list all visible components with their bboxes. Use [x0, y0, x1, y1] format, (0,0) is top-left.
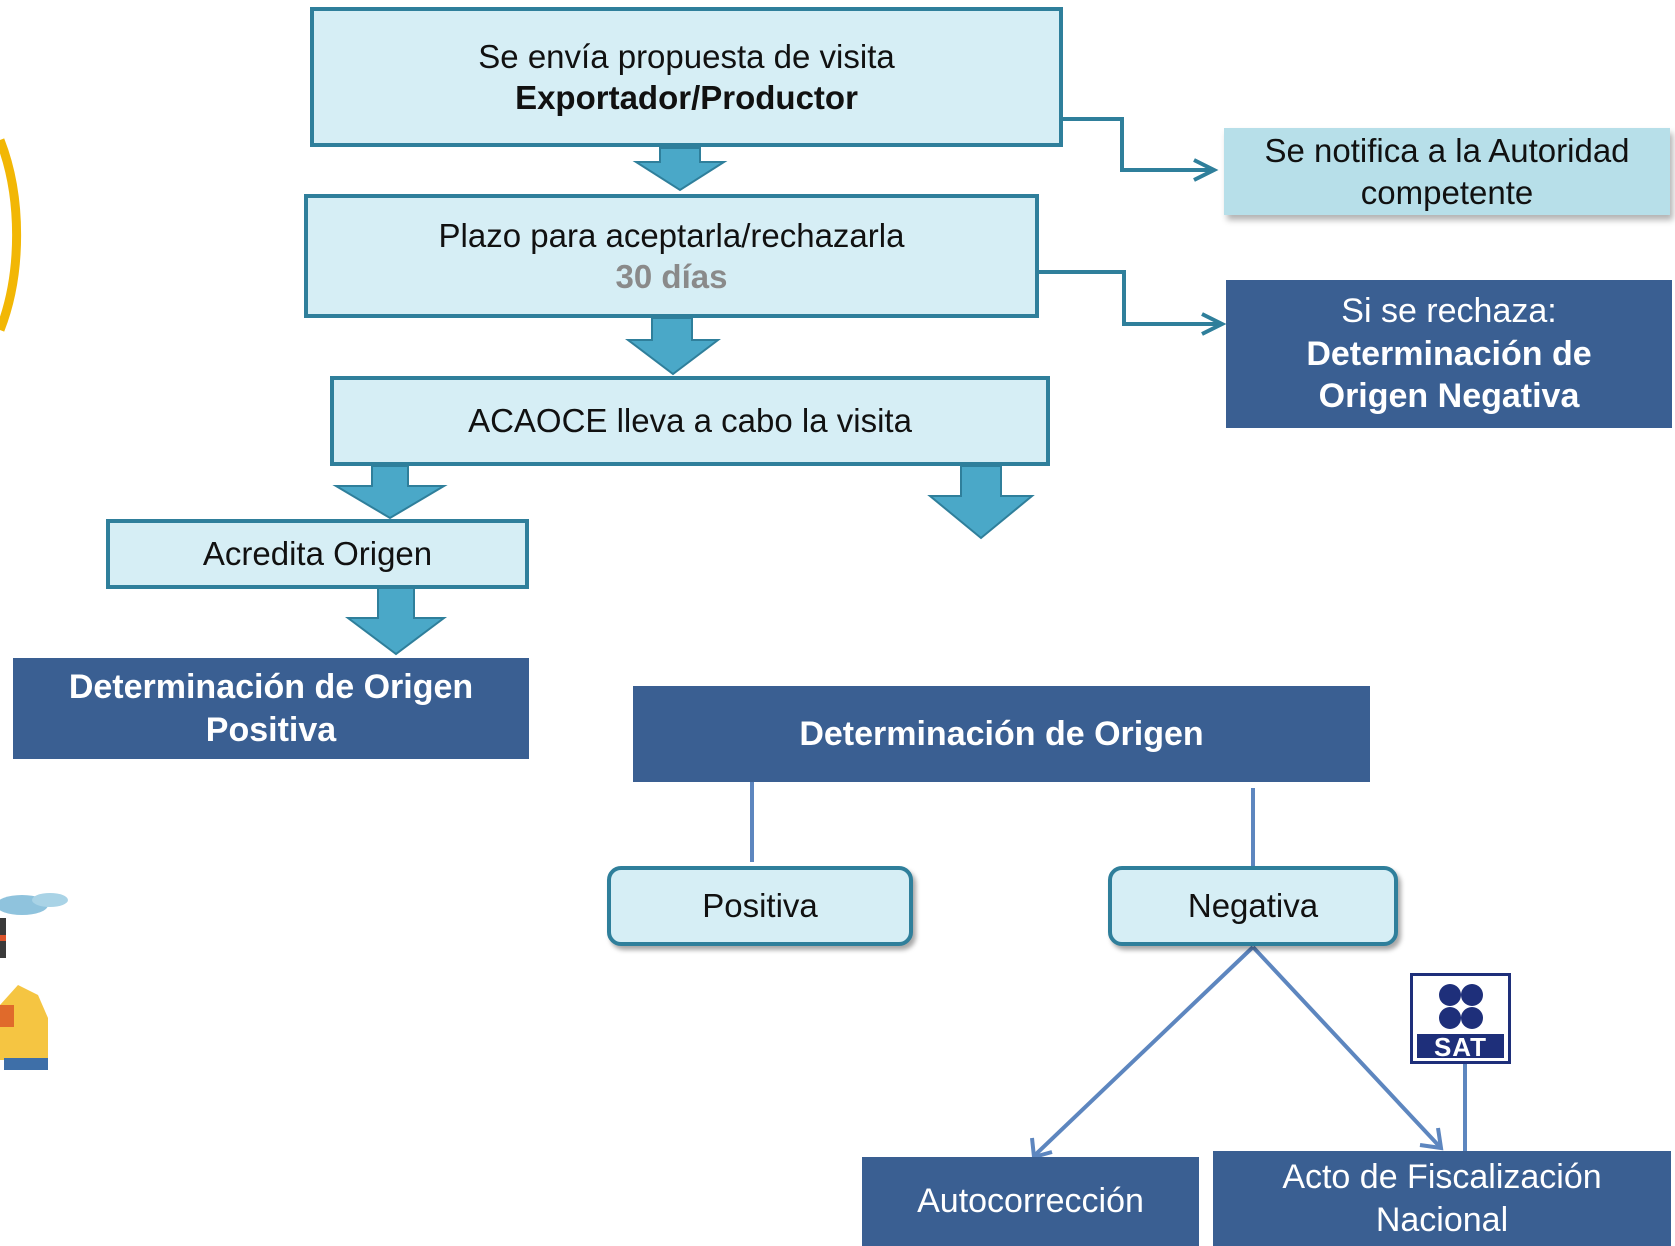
- tree-leaf-fiscal-act-label: Acto de Fiscalización Nacional: [1282, 1158, 1602, 1239]
- reject-negative-line1: Si se rechaza:: [1341, 292, 1557, 331]
- tree-root-origin-determination: Determinación de Origen: [633, 686, 1370, 782]
- decorative-ring-icon: [0, 138, 22, 332]
- step-acceptance-period-days: 30 días: [615, 258, 728, 295]
- notify-authority-box: Se notifica a la Autoridad competente: [1224, 128, 1670, 215]
- step-send-visit-proposal: Se envía propuesta de visita Exportador/…: [310, 7, 1063, 147]
- tree-node-negative-label: Negativa: [1187, 887, 1319, 925]
- step-send-visit-proposal-line2: Exportador/Productor: [515, 79, 858, 116]
- down-arrow-icon: [632, 147, 728, 192]
- tree-node-positive-label: Positiva: [702, 887, 818, 925]
- tree-node-positive: Positiva: [607, 866, 913, 946]
- down-arrow-icon: [927, 465, 1035, 540]
- step-send-visit-proposal-line1: Se envía propuesta de visita: [478, 37, 895, 75]
- down-arrow-icon: [332, 465, 448, 520]
- tree-leaf-autocorrection: Autocorrección: [862, 1157, 1199, 1246]
- step-acaoce-visit-label: ACAOCE lleva a cabo la visita: [468, 402, 912, 440]
- reject-negative-determination: Si se rechaza: Determinación de Origen N…: [1226, 280, 1672, 428]
- step-accredit-origin-label: Acredita Origen: [202, 535, 433, 573]
- step-acceptance-period: Plazo para aceptarla/rechazarla 30 días: [304, 194, 1039, 318]
- down-arrow-icon: [345, 587, 447, 656]
- step-accredit-origin: Acredita Origen: [106, 519, 529, 589]
- notify-authority-text: Se notifica a la Autoridad competente: [1264, 132, 1630, 211]
- reject-negative-line2: Determinación de Origen Negativa: [1306, 334, 1592, 416]
- tree-root-label: Determinación de Origen: [799, 714, 1204, 753]
- factory-icon: [0, 893, 68, 1070]
- step-acaoce-visit: ACAOCE lleva a cabo la visita: [330, 376, 1050, 466]
- tree-leaf-fiscal-act: Acto de Fiscalización Nacional: [1213, 1151, 1671, 1246]
- sat-logo-text: SAT: [1433, 1032, 1488, 1062]
- tree-node-negative: Negativa: [1108, 866, 1398, 946]
- down-arrow-icon: [625, 317, 721, 376]
- positive-origin-determination: Determinación de Origen Positiva: [13, 658, 529, 759]
- sat-logo: SAT: [1410, 973, 1511, 1064]
- tree-leaf-autocorrection-label: Autocorrección: [917, 1182, 1144, 1221]
- step-acceptance-period-line1: Plazo para aceptarla/rechazarla: [438, 216, 905, 254]
- positive-origin-determination-text: Determinación de Origen Positiva: [68, 668, 474, 749]
